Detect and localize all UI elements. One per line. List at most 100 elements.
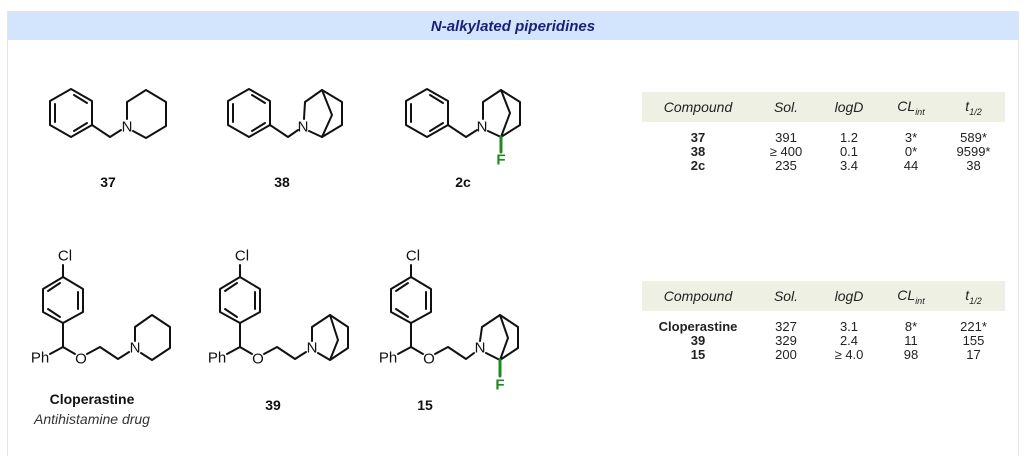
cell-compound: 15 <box>690 347 706 362</box>
table-row: Cloperastine 327 3.1 8* 221* <box>642 320 1005 334</box>
atom-n: N <box>477 119 488 136</box>
azabicycle-ring <box>479 314 519 361</box>
benzene-ring <box>227 88 271 138</box>
cell-compound: 39 <box>690 333 706 348</box>
chlorophenyl-ring <box>42 276 84 324</box>
compound-label-2c: 2c <box>455 174 471 190</box>
table-row: 37 391 1.2 3* 589* <box>642 131 1005 145</box>
table-row: 15 200 ≥ 4.0 98 17 <box>642 348 1005 362</box>
structure-38: N 38 <box>227 88 343 190</box>
clint-sub: int <box>915 295 925 306</box>
clint-sub: int <box>915 106 925 117</box>
structure-39: Cl Ph O N 39 <box>208 248 349 413</box>
header-compound: Compound <box>663 99 733 115</box>
clint-main: CL <box>897 97 916 114</box>
header-clint: CLint <box>880 98 942 117</box>
cell-sol: 235 <box>775 158 797 173</box>
atom-cl: Cl <box>58 248 72 265</box>
cell-sol: 329 <box>775 333 797 348</box>
clint-main: CL <box>897 286 916 303</box>
compound-label-39: 39 <box>265 397 281 413</box>
cell-half-life: 9599* <box>956 144 991 159</box>
t-main: t <box>965 97 970 114</box>
cell-clint: 0* <box>904 144 918 159</box>
t-main: t <box>965 286 970 303</box>
atom-o: O <box>75 351 87 368</box>
structure-2c: N F 2c <box>405 88 521 190</box>
header-half-life: t1/2 <box>942 287 1005 306</box>
cell-half-life: 589* <box>960 130 987 145</box>
cell-clint: 8* <box>904 319 918 334</box>
cell-logd: 2.4 <box>839 333 859 348</box>
atom-o: O <box>423 351 435 368</box>
cell-half-life: 17 <box>966 347 981 362</box>
structure-37: N 37 <box>49 88 167 190</box>
atom-ph: Ph <box>31 350 49 367</box>
piperidine-ring <box>126 89 167 139</box>
header-sol: Sol. <box>773 99 799 115</box>
header-clint: CLint <box>880 287 942 306</box>
table-row: 38 ≥ 400 0.1 0* 9599* <box>642 145 1005 159</box>
header-sol: Sol. <box>773 288 799 304</box>
structure-15: Cl Ph O N F 15 <box>379 248 519 413</box>
chlorophenyl-ring <box>390 276 432 324</box>
atom-ph: Ph <box>379 350 397 367</box>
figure-frame <box>7 11 1019 456</box>
atom-n: N <box>130 340 141 357</box>
cell-logd: 3.4 <box>839 158 859 173</box>
cell-logd: ≥ 4.0 <box>834 347 864 362</box>
azabicycle-ring <box>482 89 521 138</box>
header-half-life: t1/2 <box>942 98 1005 117</box>
header-compound: Compound <box>663 288 733 304</box>
atom-n: N <box>122 119 133 136</box>
cell-half-life: 221* <box>960 319 987 334</box>
cell-compound: 2c <box>690 158 706 173</box>
cell-logd: 0.1 <box>839 144 859 159</box>
benzene-ring <box>49 88 93 138</box>
cell-compound: 38 <box>690 144 706 159</box>
cell-sol: ≥ 400 <box>769 144 803 159</box>
compound-label-38: 38 <box>274 174 290 190</box>
compound-label-15: 15 <box>417 397 433 413</box>
structure-cloperastine: Cl Ph O N Cloperastine Antihistamine dru… <box>31 248 171 427</box>
compound-subtitle: Antihistamine drug <box>33 411 150 427</box>
cell-clint: 3* <box>904 130 918 145</box>
atom-ph: Ph <box>208 350 226 367</box>
t-sub: 1/2 <box>969 295 982 306</box>
cell-clint: 98 <box>903 347 919 362</box>
header-logd: logD <box>834 288 864 304</box>
cell-half-life: 38 <box>966 158 981 173</box>
cell-clint: 11 <box>904 333 918 348</box>
atom-cl: Cl <box>406 248 420 265</box>
table-header: Compound Sol. logD CLint t1/2 <box>642 92 1005 122</box>
atom-n: N <box>298 119 309 136</box>
cell-half-life: 155 <box>962 333 985 348</box>
t-sub: 1/2 <box>969 106 982 117</box>
cell-clint: 44 <box>903 158 919 173</box>
cell-sol: 327 <box>775 319 797 334</box>
piperidine-ring <box>134 314 171 361</box>
cell-logd: 3.1 <box>839 319 859 334</box>
compound-label-cloperastine: Cloperastine <box>50 391 135 407</box>
chlorophenyl-ring <box>219 276 261 324</box>
properties-table-2: Compound Sol. logD CLint t1/2 Cloperasti… <box>642 281 1005 362</box>
cell-compound: Cloperastine <box>658 319 738 334</box>
atom-cl: Cl <box>235 248 249 265</box>
figure-title: N-alkylated piperidines <box>430 17 596 35</box>
compound-label-37: 37 <box>100 174 116 190</box>
benzene-ring <box>405 88 449 138</box>
cell-sol: 391 <box>775 130 797 145</box>
properties-table-1: Compound Sol. logD CLint t1/2 37 391 1.2… <box>642 92 1005 173</box>
azabicycle-ring <box>303 89 343 138</box>
header-logd: logD <box>834 99 864 115</box>
atom-n: N <box>307 340 318 357</box>
title-banner: N-alkylated piperidines <box>8 12 1018 40</box>
table-row: 39 329 2.4 11 155 <box>642 334 1005 348</box>
atom-f: F <box>496 152 505 169</box>
cell-logd: 1.2 <box>839 130 859 145</box>
table-header: Compound Sol. logD CLint t1/2 <box>642 281 1005 311</box>
atom-f: F <box>495 377 504 394</box>
atom-n: N <box>475 340 486 357</box>
cell-compound: 37 <box>690 130 706 145</box>
